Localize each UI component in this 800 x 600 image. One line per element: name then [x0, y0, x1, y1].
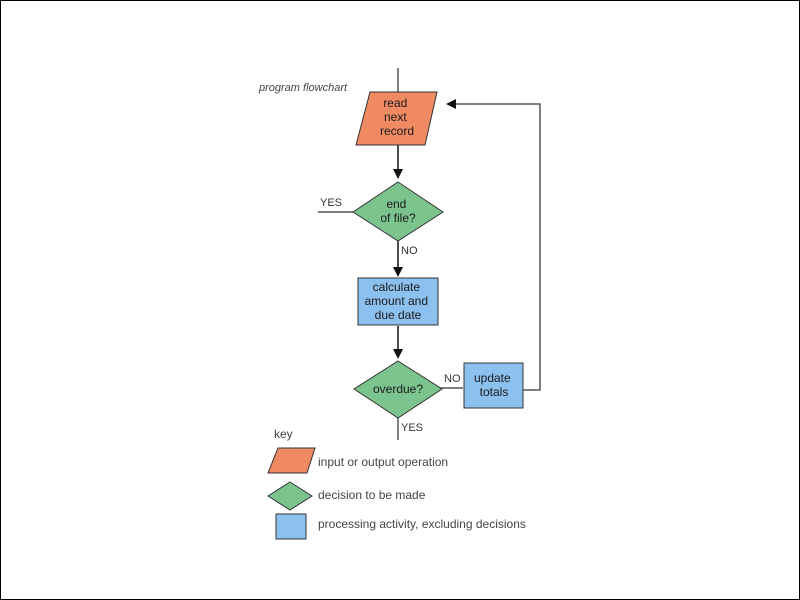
legend: key input or output operation decision t…	[267, 427, 526, 540]
node-read-next-record: read next record	[355, 91, 438, 146]
legend-process-icon	[275, 513, 307, 540]
node-calc-label: calculate amount and due date	[365, 280, 432, 322]
legend-process-label: processing activity, excluding decisions	[318, 517, 526, 531]
process-shape	[463, 362, 524, 409]
node-overdue: overdue?	[353, 360, 443, 419]
eof-yes-label: YES	[320, 197, 342, 209]
flowchart-title: program flowchart	[258, 82, 348, 94]
node-read-label: read next record	[380, 96, 414, 138]
node-update-totals: update totals	[463, 362, 524, 409]
node-calculate: calculate amount and due date	[357, 277, 439, 326]
connectors	[318, 68, 541, 440]
overdue-no-label: NO	[444, 373, 461, 385]
legend-io-label: input or output operation	[318, 455, 448, 469]
overdue-yes-label: YES	[401, 422, 423, 434]
node-overdue-label: overdue?	[373, 382, 423, 396]
node-update-label: update totals	[474, 371, 514, 399]
legend-title: key	[274, 427, 293, 441]
node-eof-label: end of file?	[380, 197, 416, 225]
decision-shape	[353, 360, 443, 419]
arrow-loop-back	[446, 99, 541, 391]
process-shape	[357, 277, 439, 326]
legend-decision-icon	[267, 481, 313, 511]
eof-no-label: NO	[401, 245, 418, 257]
legend-io-icon	[267, 447, 316, 474]
legend-decision-label: decision to be made	[318, 488, 426, 502]
io-shape	[355, 91, 438, 146]
node-end-of-file: end of file?	[352, 181, 444, 242]
decision-shape	[352, 181, 444, 242]
